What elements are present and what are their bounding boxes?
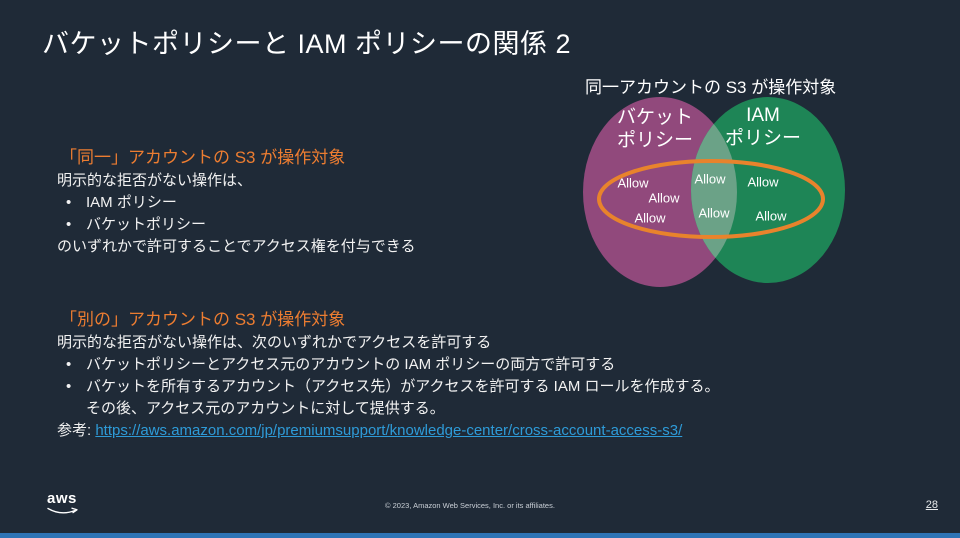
reference-label: 参考: <box>57 422 92 439</box>
section-other-intro: 明示的な拒否がない操作は、次のいずれかでアクセスを許可する <box>57 334 492 351</box>
section-same-intro: 明示的な拒否がない操作は、 <box>57 172 253 189</box>
allow-label: Allow <box>634 210 666 226</box>
reference-line: 参考: https://aws.amazon.com/jp/premiumsup… <box>57 420 777 442</box>
allow-label: Allow <box>698 205 730 221</box>
venn-caption: 同一アカウントの S3 が操作対象 <box>585 78 837 97</box>
venn-left-label-line2: ポリシー <box>616 130 693 151</box>
reference-link[interactable]: https://aws.amazon.com/jp/premiumsupport… <box>95 422 683 439</box>
allow-label: Allow <box>694 171 726 187</box>
allow-label: Allow <box>755 208 787 224</box>
bottom-accent-bar <box>0 533 960 538</box>
allow-highlight-ellipse <box>597 159 825 239</box>
section-same-heading: 「同一」アカウントの S3 が操作対象 <box>60 148 346 167</box>
slide-title: バケットポリシーと IAM ポリシーの関係 2 <box>42 29 572 59</box>
bullet-item: IAM ポリシー <box>57 192 577 214</box>
section-same-bullet-list: IAM ポリシー バケットポリシー <box>57 192 577 236</box>
allow-label: Allow <box>747 174 779 190</box>
aws-logo: aws <box>47 490 81 516</box>
bullet-item-text: バケットを所有するアカウント（アクセス先）がアクセスを許可する IAM ロールを… <box>86 378 720 395</box>
allow-label: Allow <box>648 190 680 206</box>
copyright-text: © 2023, Amazon Web Services, Inc. or its… <box>385 501 555 510</box>
venn-right-label-line2: ポリシー <box>724 128 801 149</box>
bullet-item: バケットを所有するアカウント（アクセス先）がアクセスを許可する IAM ロールを… <box>57 376 777 420</box>
venn-left-circle <box>583 97 737 287</box>
venn-circles-graphic <box>583 97 845 287</box>
venn-diagram: バケット ポリシー IAM ポリシー Allow Allow Allow All… <box>580 90 850 290</box>
section-same-account: 「同一」アカウントの S3 が操作対象 明示的な拒否がない操作は、 IAM ポリ… <box>57 146 577 258</box>
page-number: 28 <box>925 499 938 511</box>
section-other-account: 「別の」アカウントの S3 が操作対象 明示的な拒否がない操作は、次のいずれかで… <box>57 308 777 442</box>
bullet-item: バケットポリシー <box>57 214 577 236</box>
section-other-heading: 「別の」アカウントの S3 が操作対象 <box>60 310 346 329</box>
section-same-outro: のいずれかで許可することでアクセス権を付与できる <box>57 238 416 255</box>
venn-right-label-line1: IAM <box>746 105 780 126</box>
bullet-item: バケットポリシーとアクセス元のアカウントの IAM ポリシーの両方で許可する <box>57 354 777 376</box>
aws-logo-text: aws <box>47 490 77 507</box>
venn-left-label: バケット ポリシー <box>600 106 710 152</box>
venn-left-label-line1: バケット <box>616 107 693 128</box>
allow-label: Allow <box>617 175 649 191</box>
venn-right-label: IAM ポリシー <box>708 104 818 150</box>
bullet-item-continuation: その後、アクセス元のアカウントに対して提供する。 <box>86 400 445 417</box>
section-other-bullet-list: バケットポリシーとアクセス元のアカウントの IAM ポリシーの両方で許可する バ… <box>57 354 777 420</box>
aws-smile-icon <box>47 507 78 514</box>
